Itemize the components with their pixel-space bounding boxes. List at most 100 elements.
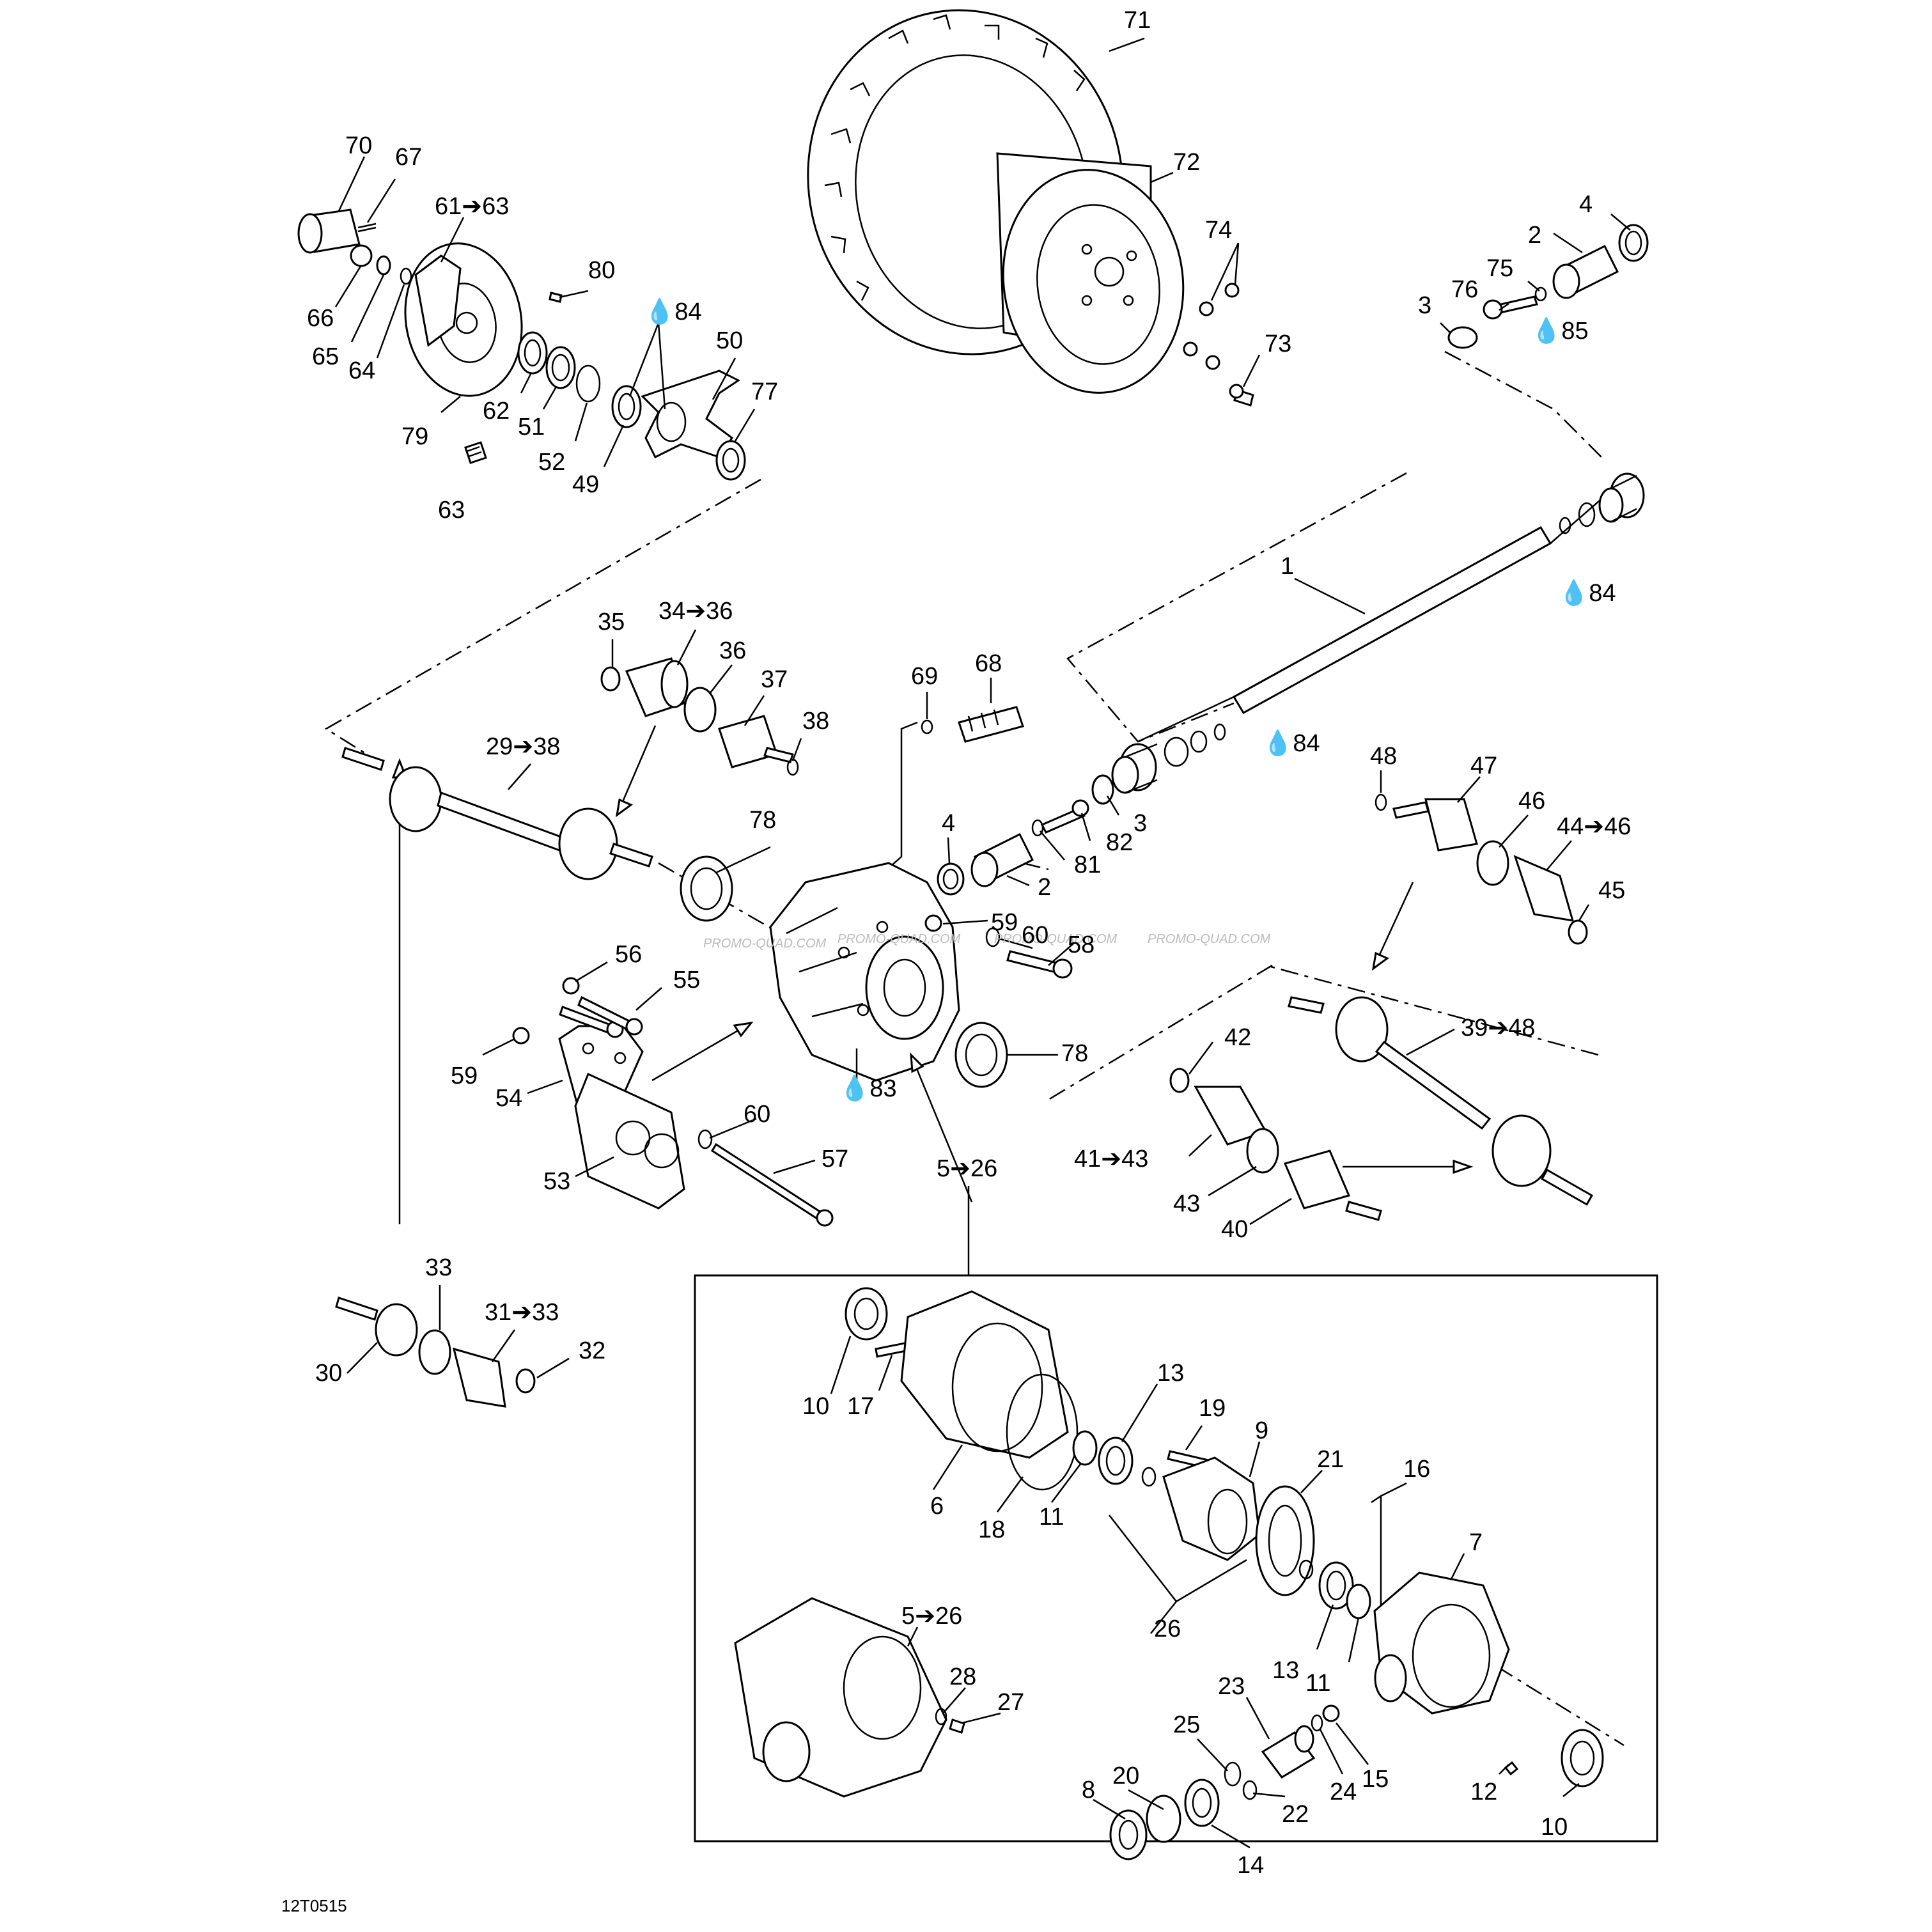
label-44-46: 44➔46 <box>1557 813 1631 840</box>
seal-62 <box>517 331 548 375</box>
label-23: 23 <box>1218 1673 1245 1700</box>
clamp-3a <box>1447 326 1478 349</box>
label-41-43: 41➔43 <box>1074 1146 1148 1172</box>
label-9: 9 <box>1255 1417 1268 1444</box>
label-59b: 59 <box>451 1063 478 1089</box>
label-3b: 3 <box>1133 810 1147 837</box>
pinion-23 <box>1261 1725 1316 1779</box>
label-13a: 13 <box>1157 1360 1184 1387</box>
bearing-11a <box>1072 1430 1098 1466</box>
washer-75 <box>1534 286 1547 302</box>
bearing-13b <box>1318 1561 1354 1610</box>
label-69: 69 <box>911 663 938 690</box>
label-49: 49 <box>572 471 599 498</box>
wheel-nuts-74 <box>1183 283 1240 370</box>
label-11b: 11 <box>1305 1670 1330 1697</box>
circlip-52 <box>575 364 601 403</box>
label-68: 68 <box>975 650 1002 677</box>
label-4a: 4 <box>1579 191 1593 218</box>
label-26: 26 <box>1154 1616 1181 1642</box>
label-54: 54 <box>495 1085 522 1112</box>
label-45: 45 <box>1598 877 1625 904</box>
washer-60b <box>697 1129 713 1149</box>
seal-10a <box>845 1287 888 1341</box>
seal-77 <box>715 440 746 481</box>
clamp-32 <box>515 1368 536 1394</box>
label-84a: 💧84 <box>644 297 702 325</box>
label-7: 7 <box>1469 1529 1483 1556</box>
washer-65 <box>376 255 391 276</box>
label-47: 47 <box>1470 752 1497 779</box>
right-axle-39 <box>1288 996 1594 1206</box>
label-19: 19 <box>1199 1395 1226 1422</box>
label-17: 17 <box>847 1393 874 1420</box>
label-83: 💧83 <box>839 1074 897 1102</box>
watermark: PROMO-QUAD.COM PROMO-QUAD.COM PROMO-QUAD… <box>703 932 1271 951</box>
label-59a: 59 <box>991 909 1018 936</box>
plug-27 <box>949 1718 965 1734</box>
bearing-49 <box>611 385 642 428</box>
ring-mid <box>1164 723 1226 767</box>
screw-82 <box>1040 799 1089 834</box>
label-38: 38 <box>802 708 829 735</box>
washer-24 <box>1311 1714 1323 1732</box>
label-16: 16 <box>1403 1456 1430 1483</box>
label-50: 50 <box>716 327 743 354</box>
label-12: 12 <box>1470 1779 1497 1805</box>
o-ring-18 <box>1006 1373 1079 1491</box>
bolts-55 <box>559 995 643 1038</box>
label-1: 1 <box>1281 553 1294 580</box>
brake-disc-79 <box>404 242 523 397</box>
label-10b: 10 <box>1541 1814 1568 1841</box>
label-60b: 60 <box>744 1101 770 1128</box>
seal-78a <box>680 855 733 922</box>
boot-31 <box>452 1347 506 1408</box>
wheel-stud-73 <box>1229 384 1254 407</box>
housing-7 <box>1373 1571 1510 1715</box>
ring-22 <box>1242 1780 1258 1800</box>
nut-66 <box>350 244 373 267</box>
seal-10b <box>1561 1729 1604 1788</box>
left-axle-29 <box>341 747 653 880</box>
plate-53 <box>574 1072 685 1210</box>
inner-joint-30 <box>335 1297 418 1357</box>
drive-shaft-1 <box>1137 479 1624 743</box>
diff-case-26 <box>1162 1456 1261 1561</box>
nut-59a <box>924 914 942 932</box>
label-6: 6 <box>930 1493 944 1520</box>
housing-6 <box>900 1290 1069 1459</box>
part-labels: 71 72 74 73 70 67 61➔63 66 65 64 80 💧84 … <box>307 7 1631 1879</box>
label-79: 79 <box>401 423 428 450</box>
clamp-46 <box>1476 840 1509 886</box>
clamp-42 <box>1169 1068 1190 1093</box>
label-5-26b: 5➔26 <box>901 1603 962 1630</box>
svg-text:PROMO-QUAD.COM: PROMO-QUAD.COM <box>837 932 961 946</box>
nut-56 <box>562 977 580 995</box>
label-13b: 13 <box>1272 1657 1299 1684</box>
boot-34 <box>625 657 689 717</box>
clamp-33 <box>418 1329 451 1375</box>
label-40: 40 <box>1221 1216 1248 1243</box>
nut-59b <box>512 1027 530 1045</box>
spacer-20 <box>1146 1795 1181 1843</box>
washer-60a <box>985 927 1001 947</box>
seal-8 <box>1109 1809 1148 1860</box>
seal-78b <box>954 1022 1008 1088</box>
label-78b: 78 <box>1061 1040 1088 1067</box>
assembled-differential-5 <box>734 1597 947 1798</box>
stud-63 <box>464 441 487 464</box>
label-77: 77 <box>751 378 778 405</box>
label-74: 74 <box>1205 217 1232 244</box>
label-81: 81 <box>1074 852 1101 878</box>
label-78a: 78 <box>749 807 776 834</box>
label-84b: 💧84 <box>1559 579 1616 607</box>
washer-28 <box>935 1708 947 1726</box>
label-53: 53 <box>543 1168 570 1195</box>
bearing-14 <box>1184 1779 1220 1827</box>
label-85: 💧85 <box>1531 316 1589 345</box>
svg-text:PROMO-QUAD.COM: PROMO-QUAD.COM <box>703 937 827 951</box>
label-66: 66 <box>307 305 334 332</box>
washer-81 <box>1031 819 1044 837</box>
shim-25 <box>1224 1761 1242 1787</box>
label-56: 56 <box>615 941 642 968</box>
